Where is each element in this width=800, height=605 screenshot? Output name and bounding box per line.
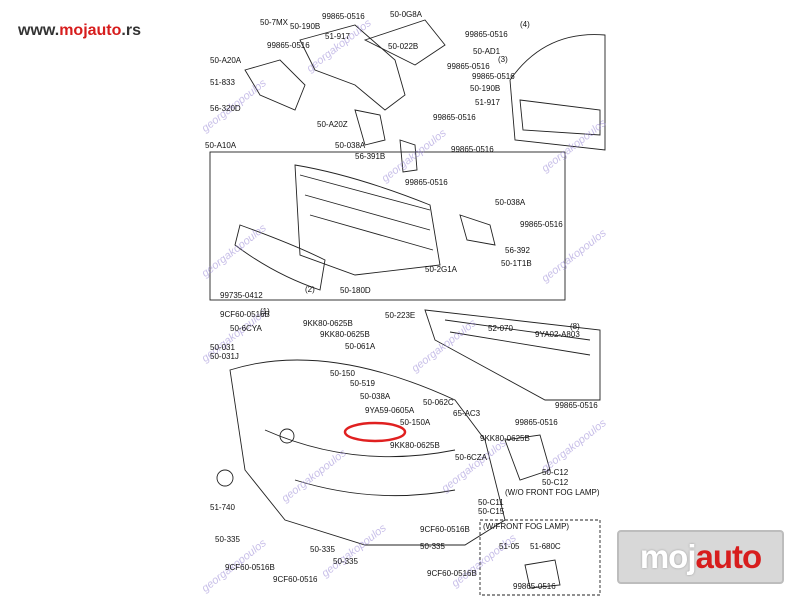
part-label: (W/FRONT FOG LAMP) [483, 522, 570, 531]
part-label: 9KK80-0625B [480, 434, 530, 443]
upper-clip-bracket [363, 19, 446, 66]
part-label: 50-031 [210, 343, 235, 352]
center-bracket [354, 109, 386, 146]
part-label: 50-0G8A [390, 10, 423, 19]
part-label: 50-062C [423, 398, 454, 407]
part-label: 9YA02-A803 [535, 330, 580, 339]
part-label: 99865-0516 [515, 418, 558, 427]
part-label: 56-320D [210, 104, 241, 113]
part-label: 50-1T1B [501, 259, 532, 268]
grille-bracket [459, 214, 496, 246]
side-bracket [244, 59, 306, 111]
fog-cover [504, 434, 551, 481]
grille-outline [294, 164, 441, 276]
site-url-suffix: .rs [121, 22, 141, 39]
part-label: 52-070 [488, 324, 513, 333]
part-label: 9KK80-0625B [303, 319, 353, 328]
part-label: 51-917 [325, 32, 350, 41]
qty-label: (3) [498, 55, 508, 64]
part-label: 99865-0516 [520, 220, 563, 229]
part-label: 50-2G1A [425, 265, 458, 274]
part-label: 51-05 [499, 542, 520, 551]
part-label: 50-C11 [478, 498, 504, 507]
part-label: 50-A10A [205, 141, 237, 150]
part-label: 99865-0516 [433, 113, 476, 122]
grille-molding [234, 224, 326, 291]
qty-label: (1) [260, 307, 270, 316]
part-label: 50-190B [470, 84, 501, 93]
part-label: 9CF60-0516B [427, 569, 477, 578]
part-label: (W/O FRONT FOG LAMP) [505, 488, 600, 497]
part-label: 50-C12 [542, 478, 569, 487]
qty-label: (4) [520, 20, 530, 29]
part-label: 9CF60-0516B [420, 525, 470, 534]
part-label: 50-150 [330, 369, 355, 378]
part-label: 9YA59-0605A [365, 406, 415, 415]
highlighted-part [343, 421, 407, 443]
site-url-prefix: www. [18, 22, 60, 39]
part-label: 50-038A [360, 392, 391, 401]
part-label: 51-680C [530, 542, 561, 551]
part-label: 99865-0516 [447, 62, 490, 71]
emblem [216, 469, 234, 487]
part-label: 99865-0516 [322, 12, 365, 21]
small-bracket [399, 139, 418, 173]
part-label: 9CF60-0516 [273, 575, 318, 584]
logo-part1: moj [639, 538, 697, 575]
part-label: 50-180D [340, 286, 371, 295]
part-label: 50-335 [333, 557, 358, 566]
part-label: 50-A20A [210, 56, 242, 65]
part-label: 50-6CYA [230, 324, 262, 333]
bumper-cover [229, 359, 506, 546]
part-label: 50-038A [495, 198, 526, 207]
logo-part2: auto [695, 538, 763, 575]
part-label: 50-519 [350, 379, 375, 388]
part-label: 50-223E [385, 311, 416, 320]
site-url: www.mojauto.rs [18, 22, 141, 40]
part-label: 9KK80-0625B [390, 441, 440, 450]
part-label: 56-392 [505, 246, 530, 255]
part-label: 99735-0412 [220, 291, 263, 300]
part-label: 50-022B [388, 42, 419, 51]
part-label: 51-917 [475, 98, 500, 107]
part-label: 65-AC3 [453, 409, 481, 418]
part-label: 50-335 [310, 545, 335, 554]
part-label: 50-031J [210, 352, 239, 361]
part-label: 50-061A [345, 342, 376, 351]
part-label: 50-038A [335, 141, 366, 150]
qty-label: (2) [305, 285, 315, 294]
part-label: 9KK80-0625B [320, 330, 370, 339]
part-label: 50-335 [420, 542, 445, 551]
part-label: 50-190B [290, 22, 321, 31]
part-label: 50-A20Z [317, 120, 348, 129]
part-label: 50-C12 [542, 468, 569, 477]
diagram-drawing [209, 19, 606, 596]
part-label: 50-7MX [260, 18, 289, 27]
part-label: 99865-0516 [472, 72, 515, 81]
part-label: 50-AD1 [473, 47, 501, 56]
part-label: 99865-0516 [405, 178, 448, 187]
part-label: 99865-0516 [513, 582, 556, 591]
part-label: 9CF60-0516B [225, 563, 275, 572]
part-label: 56-391B [355, 152, 386, 161]
part-label: 99865-0516 [451, 145, 494, 154]
part-label: 50-C15 [478, 507, 505, 516]
bumper-reinforcement [424, 309, 601, 401]
upper-bracket [299, 24, 406, 111]
part-label: 50-335 [215, 535, 240, 544]
part-label: 50-6CZA [455, 453, 488, 462]
car-front [509, 34, 606, 151]
part-label: 9CF60-0516B [220, 310, 270, 319]
part-label: 99865-0516 [555, 401, 598, 410]
part-label: 99865-0516 [267, 41, 310, 50]
qty-label: (8) [570, 322, 580, 331]
parts-diagram: georgakopoulos georgakopoulos georgakopo… [200, 0, 610, 600]
part-label: 51-833 [210, 78, 235, 87]
part-label: 99865-0516 [465, 30, 508, 39]
site-url-brand: mojauto [59, 22, 122, 39]
part-label: 51-740 [210, 503, 235, 512]
part-label: 50-150A [400, 418, 431, 427]
